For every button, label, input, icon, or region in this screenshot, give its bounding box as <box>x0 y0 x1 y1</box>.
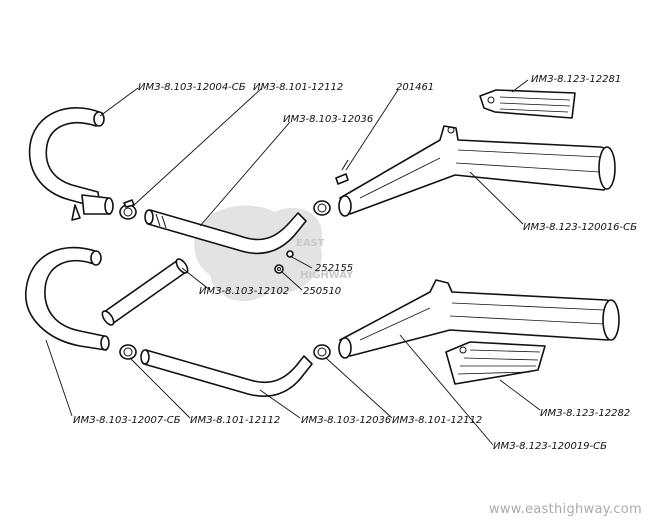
label-tube: ИМЗ-8.103-12102 <box>199 286 289 297</box>
label-shield-upper: ИМЗ-8.123-12281 <box>531 74 621 85</box>
watermark-highway: HIGHWAY <box>300 270 354 281</box>
label-clamp-lower-right: ИМЗ-8.101-12112 <box>392 415 482 426</box>
label-bolt: 201461 <box>396 82 434 93</box>
label-pipe-upper-left: ИМЗ-8.103-12004-СБ <box>138 82 246 93</box>
clamp-upper-right <box>313 200 331 216</box>
label-shield-lower: ИМЗ-8.123-12282 <box>540 408 630 419</box>
label-washer: 252155 <box>315 263 353 274</box>
label-muffler-upper: ИМЗ-8.123-120016-СБ <box>523 222 637 233</box>
part-labels: ИМЗ-8.103-12004-СБ ИМЗ-8.101-12112 20146… <box>73 74 637 452</box>
clamp-lower-right <box>313 344 331 360</box>
label-clamp-lower-left: ИМЗ-8.101-12112 <box>190 415 280 426</box>
leader-lines <box>45 79 541 446</box>
label-muffler-lower: ИМЗ-8.123-120019-СБ <box>493 441 607 452</box>
footer-url: www.easthighway.com <box>488 502 642 517</box>
connector-pipe-lower <box>140 349 313 397</box>
label-nut: 250510 <box>303 286 341 297</box>
muffler-upper <box>338 125 616 217</box>
label-connector-upper: ИМЗ-8.103-12036 <box>283 114 373 125</box>
label-pipe-lower-left: ИМЗ-8.103-12007-СБ <box>73 415 181 426</box>
label-connector-lower: ИМЗ-8.103-12036 <box>301 415 391 426</box>
nut <box>274 264 284 274</box>
connector-pipe-upper <box>144 209 307 255</box>
heat-shield-upper <box>479 89 576 119</box>
bolt <box>335 159 349 185</box>
clamp-upper <box>119 199 137 220</box>
heat-shield-lower <box>445 341 546 385</box>
exhaust-pipe-lower-left <box>25 246 110 351</box>
watermark-east: EAST <box>296 238 325 249</box>
exhaust-pipe-upper-left <box>28 107 114 221</box>
straight-tube <box>101 258 189 326</box>
label-clamp-upper: ИМЗ-8.101-12112 <box>253 82 343 93</box>
washer <box>286 250 294 258</box>
clamp-lower-left <box>119 344 137 360</box>
muffler-lower <box>338 279 620 359</box>
